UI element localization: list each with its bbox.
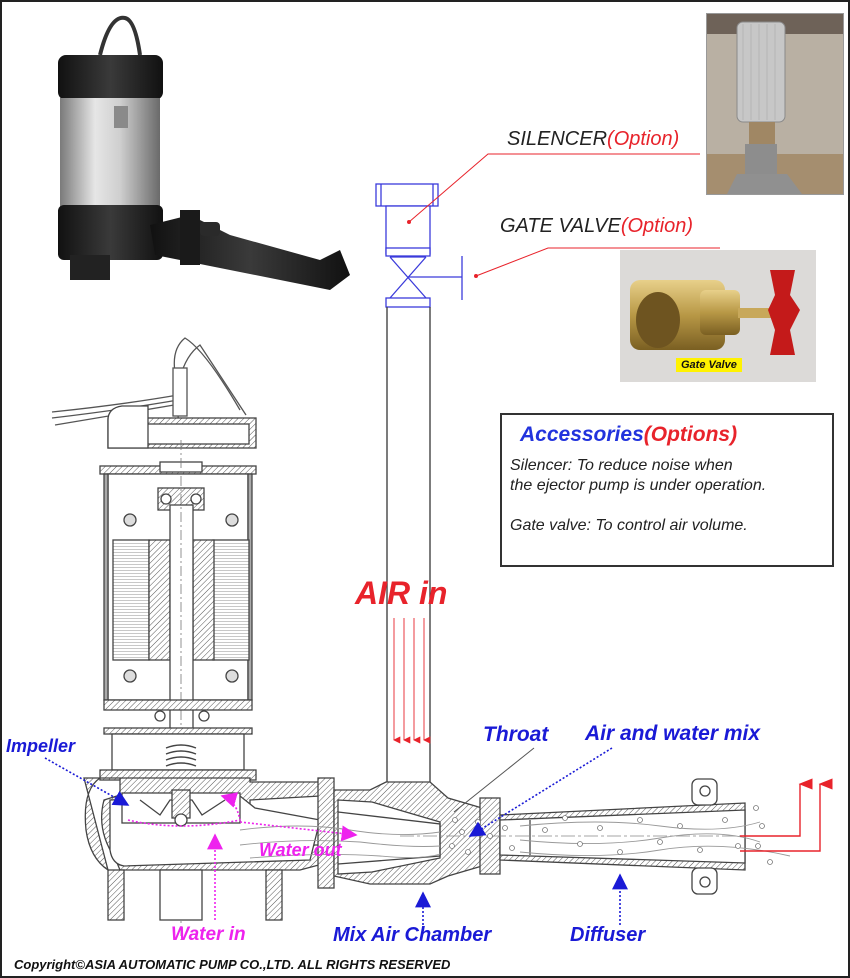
gate-valve-label: GATE VALVE(Option) [500,215,693,238]
accessories-line-2: the ejector pump is under operation. [510,477,767,494]
silencer-photo [706,13,844,195]
motor-housing [99,405,257,940]
water-in-label: Water in [171,924,246,945]
accessories-title-text: Accessories [520,423,644,446]
pump-product-photo [30,10,350,300]
gate-valve-photo: Gate Valve [620,250,816,382]
silencer-schematic [375,183,439,257]
accessories-line-3: Gate valve: To control air volume. [510,517,748,534]
gate-valve-label-text: GATE VALVE [500,215,621,237]
air-in-label: AIR in [355,575,448,611]
water-out-label: Water out [259,840,342,860]
silencer-label-text: SILENCER [507,128,608,150]
pump-casing [83,777,331,921]
water-streamlines [239,821,791,859]
option-leader-lines [407,153,720,278]
throat-label: Throat [483,723,549,746]
gate-valve-schematic [385,256,463,308]
throat-leader [453,747,535,813]
mix-air-chamber-label: Mix Air Chamber [333,924,492,946]
impeller-label: Impeller [6,736,76,756]
gate-valve-caption: Gate Valve [676,358,742,372]
outlet-arrows [740,778,833,852]
ejector-body [317,777,746,895]
air-pipe [386,307,431,792]
motor-cable [51,337,247,426]
silencer-label: SILENCER(Option) [507,128,679,151]
accessories-box: Accessories(Options) Silencer: To reduce… [500,413,834,567]
air-flow-arrows [393,618,431,744]
copyright-notice: Copyright©ASIA AUTOMATIC PUMP CO.,LTD. A… [14,957,451,972]
silencer-option-text: (Option) [607,128,680,150]
gate-valve-option-text: (Option) [620,215,694,237]
accessories-line-1: Silencer: To reduce noise when [510,457,733,474]
diffuser-label: Diffuser [570,924,646,946]
accessories-title-option: (Options) [643,423,738,446]
label-pointers [44,747,628,925]
accessories-title: Accessories(Options) [520,423,737,447]
air-water-mix-label: Air and water mix [585,722,761,745]
